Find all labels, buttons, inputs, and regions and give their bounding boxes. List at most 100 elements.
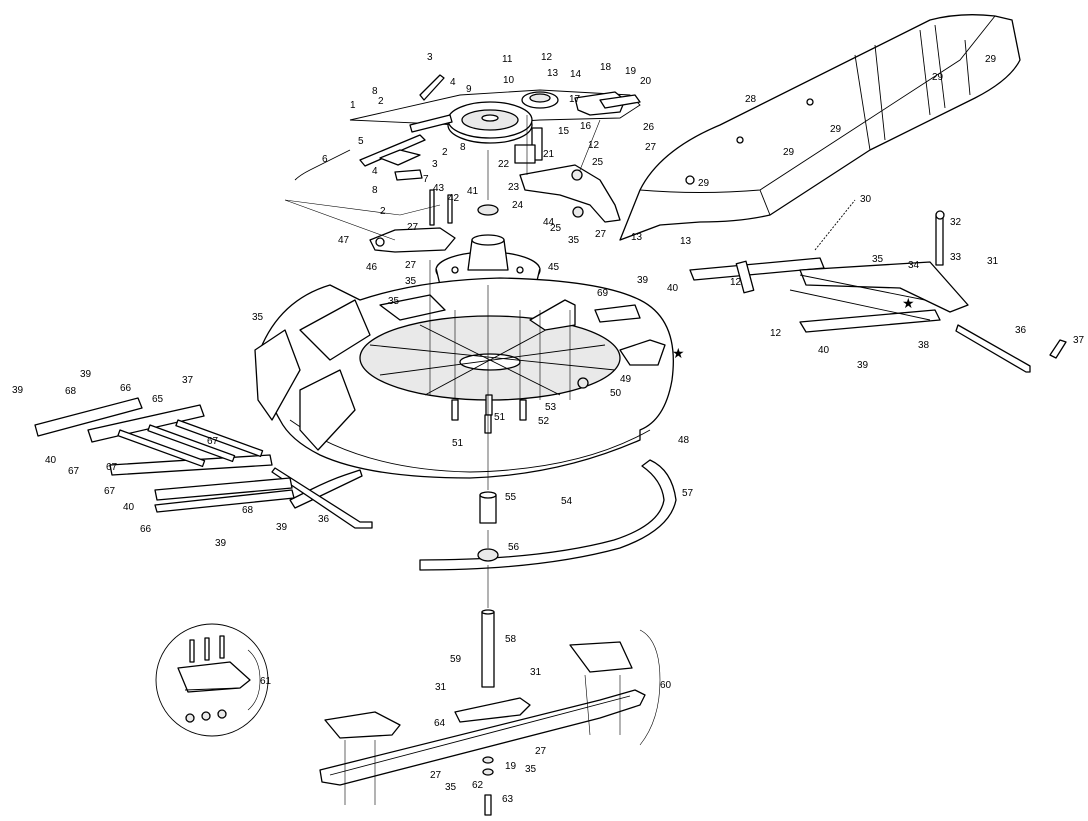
callout-39c: 39 bbox=[12, 385, 24, 396]
callout-20: 20 bbox=[640, 76, 652, 87]
callout-32: 32 bbox=[950, 217, 962, 228]
tensioner-plate bbox=[519, 164, 621, 223]
callout-40a: 40 bbox=[667, 283, 679, 294]
callout-31a: 31 bbox=[987, 256, 999, 267]
callout-12: 12 bbox=[541, 52, 553, 63]
callout-15: 15 bbox=[558, 126, 570, 137]
callout-68a: 68 bbox=[65, 386, 77, 397]
callout-2b: 2 bbox=[442, 147, 448, 158]
callout-63: 63 bbox=[502, 794, 514, 805]
callout-62: 62 bbox=[472, 780, 484, 791]
callout-14: 14 bbox=[570, 69, 582, 80]
callout-17: 17 bbox=[569, 94, 581, 105]
pivot-bracket bbox=[369, 189, 456, 253]
callout-4: 4 bbox=[450, 77, 456, 88]
callout-36a: 36 bbox=[1015, 325, 1027, 336]
callout-53: 53 bbox=[545, 402, 557, 413]
discharge-chute bbox=[619, 14, 1021, 241]
callout-67d: 67 bbox=[104, 486, 116, 497]
callout-22: 22 bbox=[498, 159, 510, 170]
callout-39a: 39 bbox=[637, 275, 649, 286]
callout-60: 60 bbox=[660, 680, 672, 691]
callout-27f: 27 bbox=[430, 770, 442, 781]
spindle-and-blade bbox=[319, 491, 646, 816]
callout-8b: 8 bbox=[372, 185, 378, 196]
callout-29e: 29 bbox=[698, 178, 710, 189]
callout-65: 65 bbox=[152, 394, 164, 405]
callout-8: 8 bbox=[372, 86, 378, 97]
leader-lines bbox=[247, 115, 661, 805]
callout-55: 55 bbox=[505, 492, 517, 503]
callout-35c: 35 bbox=[252, 312, 264, 323]
callout-47: 47 bbox=[338, 235, 350, 246]
callout-27e: 27 bbox=[535, 746, 547, 757]
callout-49: 49 bbox=[620, 374, 632, 385]
callout-67b: 67 bbox=[106, 462, 118, 473]
callout-21: 21 bbox=[543, 149, 555, 160]
callout-35g: 35 bbox=[445, 782, 457, 793]
callout-51b: 51 bbox=[452, 438, 464, 449]
callout-35e: 35 bbox=[568, 235, 580, 246]
callout-labels: 1 2 3 4 5 6 7 8 9 10 11 12 13 14 15 16 1… bbox=[12, 52, 1085, 805]
callout-57: 57 bbox=[682, 488, 694, 499]
callout-23: 23 bbox=[508, 182, 520, 193]
left-wheel-bracket bbox=[34, 397, 295, 513]
callout-68b: 68 bbox=[242, 505, 254, 516]
belt-and-pulleys bbox=[349, 89, 641, 164]
callout-5: 5 bbox=[358, 136, 364, 147]
callout-61: 61 bbox=[260, 676, 272, 687]
callout-37a: 37 bbox=[1073, 335, 1085, 346]
callout-25a: 25 bbox=[592, 157, 604, 168]
callout-39d: 39 bbox=[80, 369, 92, 380]
marker-star-deck: ★ bbox=[672, 346, 685, 362]
callout-1: 1 bbox=[350, 100, 356, 111]
callout-58: 58 bbox=[505, 634, 517, 645]
callout-3b: 3 bbox=[432, 159, 438, 170]
skid-strip bbox=[271, 467, 373, 529]
callout-52: 52 bbox=[538, 416, 550, 427]
callout-27c: 27 bbox=[405, 260, 417, 271]
callout-29c: 29 bbox=[830, 124, 842, 135]
callout-4b: 4 bbox=[372, 166, 378, 177]
callout-39f: 39 bbox=[215, 538, 227, 549]
callout-39e: 39 bbox=[276, 522, 288, 533]
callout-27a: 27 bbox=[645, 142, 657, 153]
callout-10: 10 bbox=[503, 75, 515, 86]
callout-29d: 29 bbox=[783, 147, 795, 158]
callout-2c: 2 bbox=[380, 206, 386, 217]
callout-27b: 27 bbox=[407, 222, 419, 233]
callout-35d: 35 bbox=[405, 276, 417, 287]
mower-blade bbox=[319, 689, 646, 786]
callout-66a: 66 bbox=[120, 383, 132, 394]
callout-18: 18 bbox=[600, 62, 612, 73]
callout-24: 24 bbox=[512, 200, 524, 211]
callout-36b: 36 bbox=[318, 514, 330, 525]
linkage-rods bbox=[294, 74, 453, 181]
callout-9: 9 bbox=[466, 84, 472, 95]
callout-29b: 29 bbox=[932, 72, 944, 83]
callout-50: 50 bbox=[610, 388, 622, 399]
callout-67c: 67 bbox=[68, 466, 80, 477]
callout-12c: 12 bbox=[730, 277, 742, 288]
callout-13c: 13 bbox=[680, 236, 692, 247]
callout-34: 34 bbox=[908, 260, 920, 271]
callout-28: 28 bbox=[745, 94, 757, 105]
callout-29a: 29 bbox=[985, 54, 997, 65]
callout-33: 33 bbox=[950, 252, 962, 263]
callout-2: 2 bbox=[378, 96, 384, 107]
callout-35b: 35 bbox=[388, 296, 400, 307]
callout-42: 42 bbox=[448, 193, 460, 204]
callout-44: 44 bbox=[543, 217, 555, 228]
callout-40b: 40 bbox=[818, 345, 830, 356]
callout-66b: 66 bbox=[140, 524, 152, 535]
callout-56: 56 bbox=[508, 542, 520, 553]
callout-69: 69 bbox=[597, 288, 609, 299]
callout-35a: 35 bbox=[872, 254, 884, 265]
mower-deck bbox=[254, 277, 674, 479]
callout-13: 13 bbox=[547, 68, 559, 79]
callout-40d: 40 bbox=[123, 502, 135, 513]
callout-64: 64 bbox=[434, 718, 446, 729]
callout-48: 48 bbox=[678, 435, 690, 446]
callout-16: 16 bbox=[580, 121, 592, 132]
